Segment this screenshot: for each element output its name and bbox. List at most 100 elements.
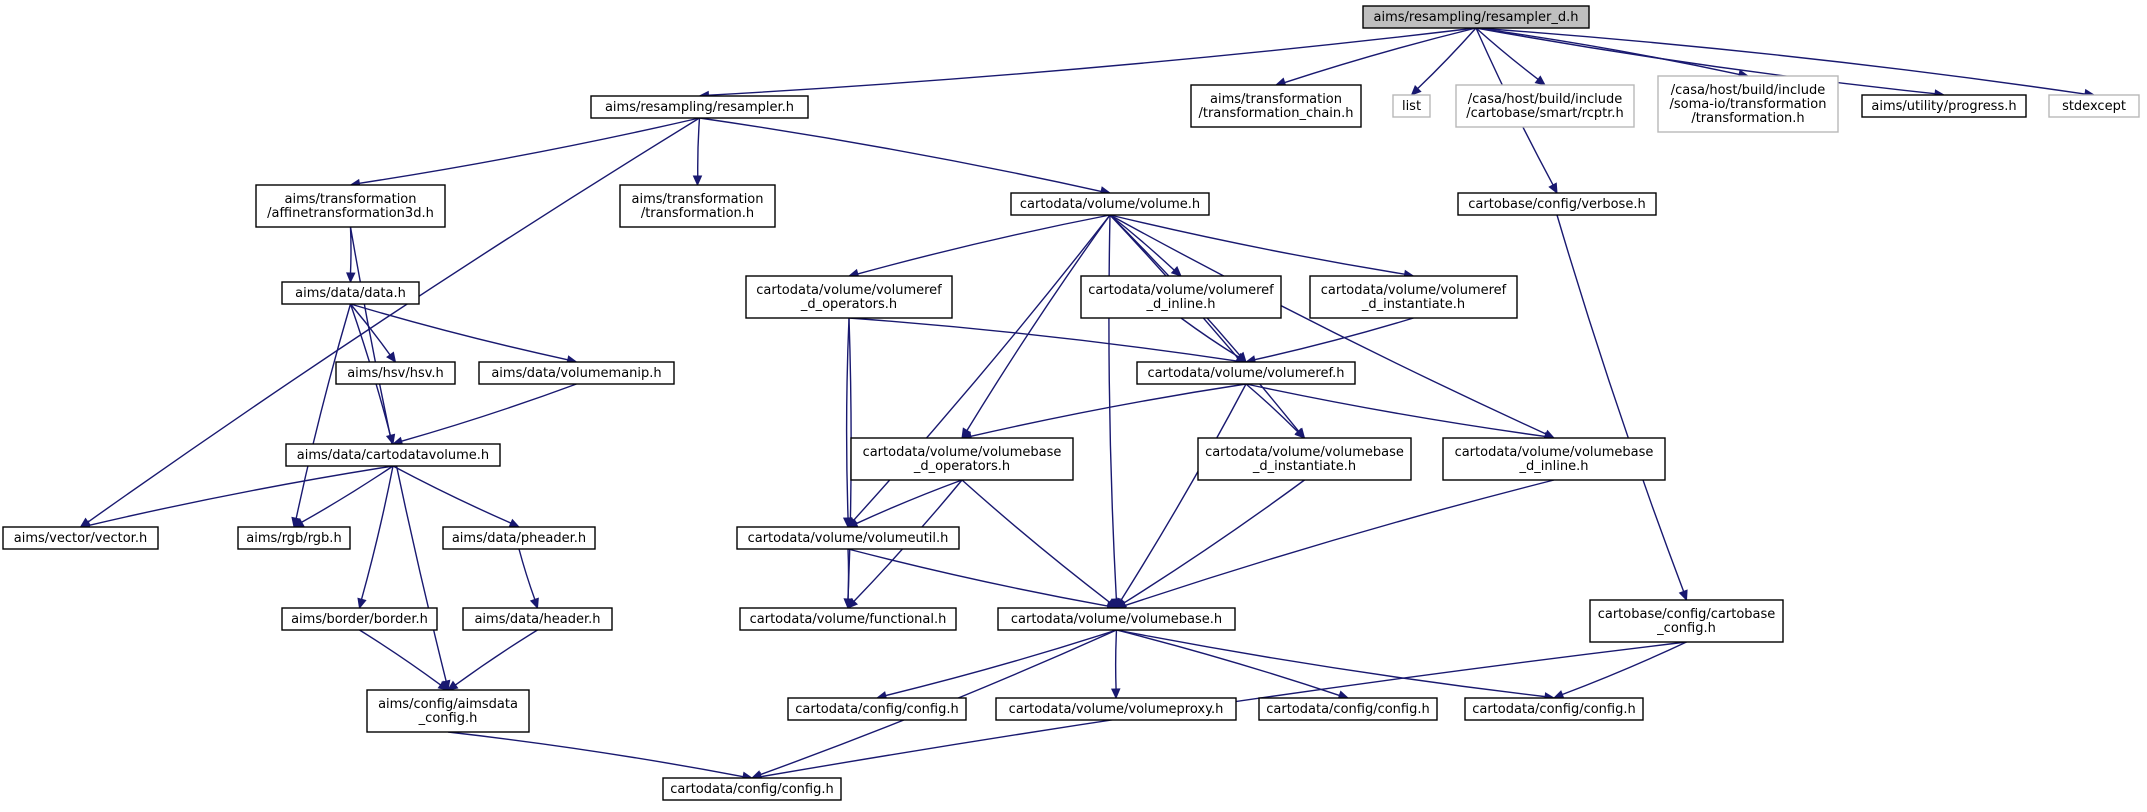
edge-vref_inst-to-volumeref xyxy=(1254,317,1414,361)
node-label-vbase_inline: cartodata/volume/volumebase xyxy=(1455,445,1654,460)
edge-volumebase-to-config_b xyxy=(1116,629,1340,697)
node-rgb[interactable]: aims/rgb/rgb.h xyxy=(237,526,351,550)
node-box-vref_inline xyxy=(1080,275,1282,319)
edge-volume-to-vref_ops xyxy=(857,214,1111,275)
node-box-volumeref xyxy=(1136,361,1356,385)
node-border[interactable]: aims/border/border.h xyxy=(281,607,438,631)
node-vector[interactable]: aims/vector/vector.h xyxy=(2,526,159,550)
arrowhead-affine-to-data xyxy=(346,272,356,284)
node-aimsdata_config[interactable]: aims/config/aimsdata_config.h xyxy=(366,689,530,733)
node-progress[interactable]: aims/utility/progress.h xyxy=(1861,94,2027,118)
node-cartobase_config[interactable]: cartobase/config/cartobase_config.h xyxy=(1589,599,1784,643)
node-box-stdexcept xyxy=(2048,94,2140,118)
node-label-verbose: cartobase/config/verbose.h xyxy=(1468,197,1645,212)
edge-vref_inline-to-volumeref xyxy=(1180,317,1239,358)
node-config_a[interactable]: cartodata/config/config.h xyxy=(787,697,967,721)
node-box-config_c xyxy=(1464,697,1644,721)
node-label-transformation: /transformation.h xyxy=(641,206,754,221)
node-box-vref_inst xyxy=(1309,275,1518,319)
node-volumeutil[interactable]: cartodata/volume/volumeutil.h xyxy=(736,526,960,550)
node-label-resampler_d: aims/resampling/resampler_d.h xyxy=(1374,10,1579,25)
node-box-vbase_ops xyxy=(850,437,1074,481)
edge-cartodatavolume-to-border xyxy=(360,465,394,600)
node-config_c[interactable]: cartodata/config/config.h xyxy=(1464,697,1644,721)
node-box-resampler_d xyxy=(1362,5,1590,29)
node-label-somatrans: /soma-io/transformation xyxy=(1670,97,1827,112)
node-label-pheader: aims/data/pheader.h xyxy=(452,531,586,546)
node-label-volumeutil: cartodata/volume/volumeutil.h xyxy=(748,531,949,546)
node-somatrans: /casa/host/build/include/soma-io/transfo… xyxy=(1657,75,1839,133)
node-vbase_inst[interactable]: cartodata/volume/volumebase_d_instantiat… xyxy=(1197,437,1412,481)
arrowhead-cartodatavolume-to-pheader xyxy=(508,518,521,528)
node-label-resampler: aims/resampling/resampler.h xyxy=(605,100,794,115)
edge-aimsdata_config-to-config_bottom xyxy=(447,731,744,778)
node-label-volumeref: cartodata/volume/volumeref.h xyxy=(1148,366,1345,381)
node-label-affine: /affinetransformation3d.h xyxy=(267,206,434,221)
node-vref_inline[interactable]: cartodata/volume/volumeref_d_inline.h xyxy=(1080,275,1282,319)
node-resampler[interactable]: aims/resampling/resampler.h xyxy=(590,95,809,119)
edge-vbase_ops-to-volumeutil xyxy=(856,479,963,525)
node-label-transformation: aims/transformation xyxy=(632,192,764,207)
node-box-transformation xyxy=(619,184,776,228)
node-box-volumemanip xyxy=(478,361,675,385)
node-label-list: list xyxy=(1402,99,1421,114)
node-box-border xyxy=(281,607,438,631)
node-box-affine xyxy=(255,184,446,228)
edge-header-to-aimsdata_config xyxy=(455,629,538,686)
node-box-vref_ops xyxy=(745,275,953,319)
node-box-resampler xyxy=(590,95,809,119)
edge-cartodatavolume-to-rgb xyxy=(301,465,394,523)
node-label-tchain: /transformation_chain.h xyxy=(1198,106,1353,121)
node-affine[interactable]: aims/transformation/affinetransformation… xyxy=(255,184,446,228)
edge-resampler_d-to-list xyxy=(1417,27,1477,90)
node-box-config_a xyxy=(787,697,967,721)
node-transformation[interactable]: aims/transformation/transformation.h xyxy=(619,184,776,228)
node-volumeref[interactable]: cartodata/volume/volumeref.h xyxy=(1136,361,1356,385)
edge-vbase_inst-to-volumebase xyxy=(1123,479,1305,604)
node-label-progress: aims/utility/progress.h xyxy=(1871,99,2016,114)
arrowhead-resampler_d-to-rcptr xyxy=(1534,75,1546,86)
edge-resampler_d-to-tchain xyxy=(1284,27,1477,84)
node-label-vref_inline: cartodata/volume/volumeref xyxy=(1088,283,1274,298)
node-volume[interactable]: cartodata/volume/volume.h xyxy=(1010,192,1210,216)
node-label-somatrans: /casa/host/build/include xyxy=(1671,83,1826,98)
arrowhead-data-to-hsv xyxy=(386,351,397,363)
node-label-config_a: cartodata/config/config.h xyxy=(795,702,958,717)
node-data[interactable]: aims/data/data.h xyxy=(281,281,420,305)
node-functional[interactable]: cartodata/volume/functional.h xyxy=(739,607,957,631)
node-resampler_d[interactable]: aims/resampling/resampler_d.h xyxy=(1362,5,1590,29)
node-box-volume xyxy=(1010,192,1210,216)
node-vbase_ops[interactable]: cartodata/volume/volumebase_d_operators.… xyxy=(850,437,1074,481)
node-box-config_bottom xyxy=(662,777,842,801)
node-cartodatavolume[interactable]: aims/data/cartodatavolume.h xyxy=(285,443,501,467)
node-volumemanip[interactable]: aims/data/volumemanip.h xyxy=(478,361,675,385)
node-vbase_inline[interactable]: cartodata/volume/volumebase_d_inline.h xyxy=(1442,437,1666,481)
node-tchain[interactable]: aims/transformation/transformation_chain… xyxy=(1190,84,1362,128)
node-vref_inst[interactable]: cartodata/volume/volumeref_d_instantiate… xyxy=(1309,275,1518,319)
node-volumebase[interactable]: cartodata/volume/volumebase.h xyxy=(997,607,1236,631)
node-label-affine: aims/transformation xyxy=(285,192,417,207)
node-pheader[interactable]: aims/data/pheader.h xyxy=(442,526,596,550)
edge-cartodatavolume-to-pheader xyxy=(392,465,512,524)
edges-layer xyxy=(79,27,2096,782)
arrowhead-resampler-to-transformation xyxy=(692,175,703,187)
node-header[interactable]: aims/data/header.h xyxy=(462,607,613,631)
node-box-pheader xyxy=(442,526,596,550)
node-config_bottom[interactable]: cartodata/config/config.h xyxy=(662,777,842,801)
node-label-functional: cartodata/volume/functional.h xyxy=(750,612,947,627)
node-box-vbase_inst xyxy=(1197,437,1412,481)
node-vref_ops[interactable]: cartodata/volume/volumeref_d_operators.h xyxy=(745,275,953,319)
edge-volume-to-vbase_inst xyxy=(1109,214,1300,432)
edge-volumemanip-to-cartodatavolume xyxy=(401,383,577,442)
node-volumeproxy[interactable]: cartodata/volume/volumeproxy.h xyxy=(995,697,1237,721)
node-rcptr: /casa/host/build/include/cartobase/smart… xyxy=(1455,84,1635,128)
node-verbose[interactable]: cartobase/config/verbose.h xyxy=(1457,192,1657,216)
node-config_b[interactable]: cartodata/config/config.h xyxy=(1258,697,1438,721)
node-label-vbase_inst: _d_instantiate.h xyxy=(1252,459,1356,474)
edge-pheader-to-header xyxy=(518,548,536,600)
arrowhead-header-to-aimsdata_config xyxy=(447,680,459,691)
edge-vbase_ops-to-volumebase xyxy=(961,479,1110,603)
edge-volume-to-vbase_inline xyxy=(1109,214,1547,435)
edge-resampler_d-to-stdexcept xyxy=(1475,27,2086,95)
node-hsv[interactable]: aims/hsv/hsv.h xyxy=(335,361,456,385)
